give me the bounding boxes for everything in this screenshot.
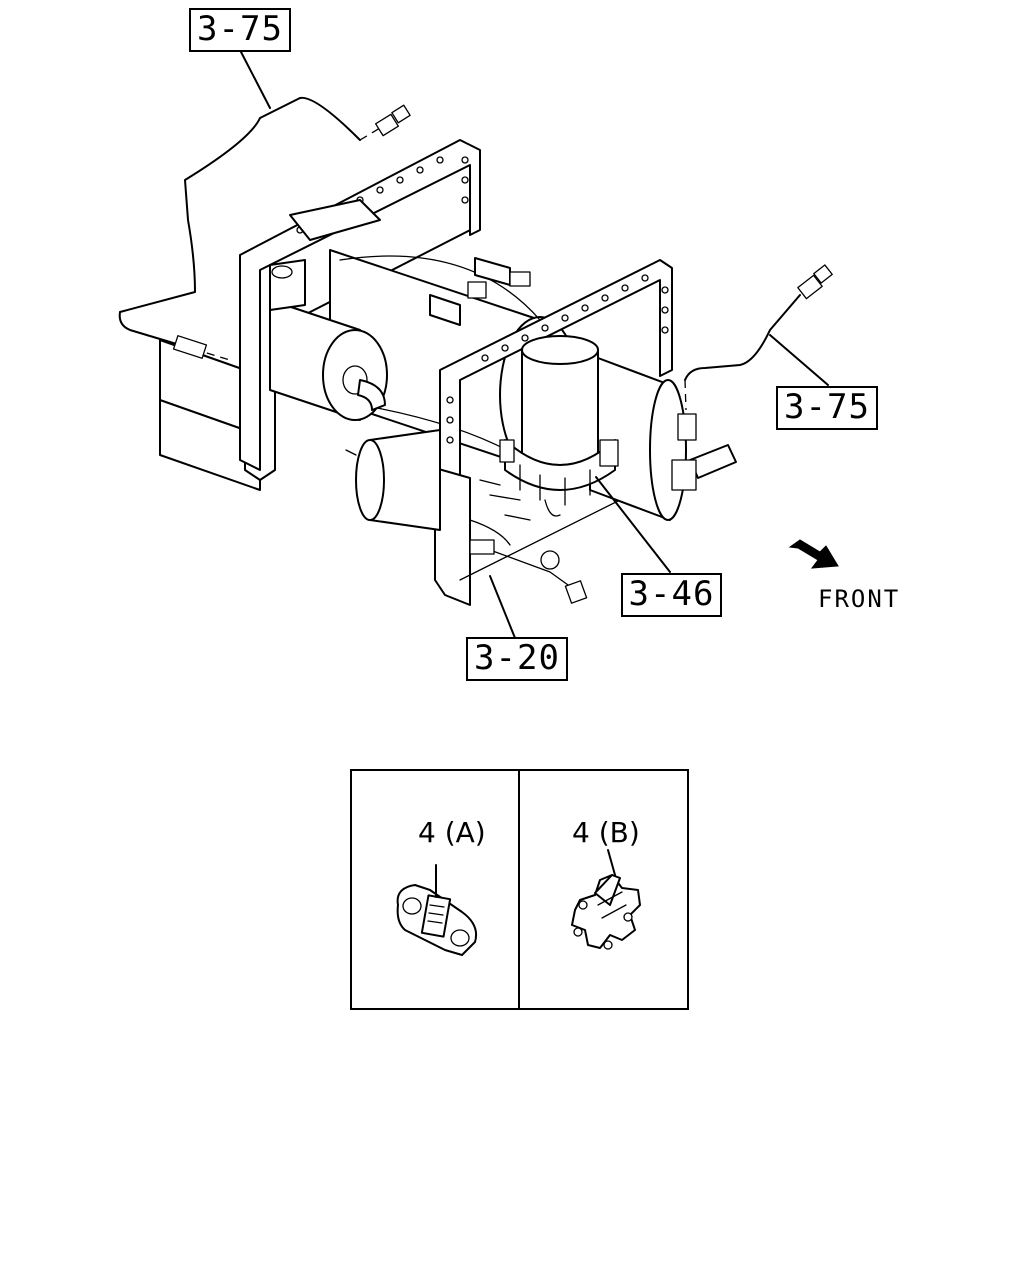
left-cylinder bbox=[269, 259, 388, 421]
front-arrow-icon bbox=[788, 539, 839, 569]
pipe-top bbox=[118, 96, 411, 361]
detail-b-label: 4 (B) bbox=[572, 816, 640, 849]
detail-box bbox=[350, 769, 689, 1010]
top-right-valve bbox=[429, 257, 531, 326]
callout-pipe-top[interactable]: 3-75 bbox=[189, 8, 291, 52]
right-tank bbox=[589, 354, 687, 521]
clip-a-icon bbox=[396, 864, 478, 956]
pipe-right bbox=[677, 264, 833, 441]
air-dryer bbox=[499, 335, 619, 517]
detail-a-label: 4 (A) bbox=[418, 816, 486, 849]
clip-b-icon bbox=[571, 874, 641, 950]
front-frame-holes bbox=[446, 274, 669, 444]
callout-pipe-right[interactable]: 3-75 bbox=[776, 386, 878, 430]
callout-dryer[interactable]: 3-46 bbox=[621, 573, 722, 617]
lower-cylinder bbox=[345, 429, 441, 531]
front-label: FRONT bbox=[818, 585, 901, 613]
harness bbox=[469, 479, 588, 604]
right-valve bbox=[671, 444, 737, 491]
callout-harness[interactable]: 3-20 bbox=[466, 637, 568, 681]
leader-lines bbox=[239, 49, 829, 876]
